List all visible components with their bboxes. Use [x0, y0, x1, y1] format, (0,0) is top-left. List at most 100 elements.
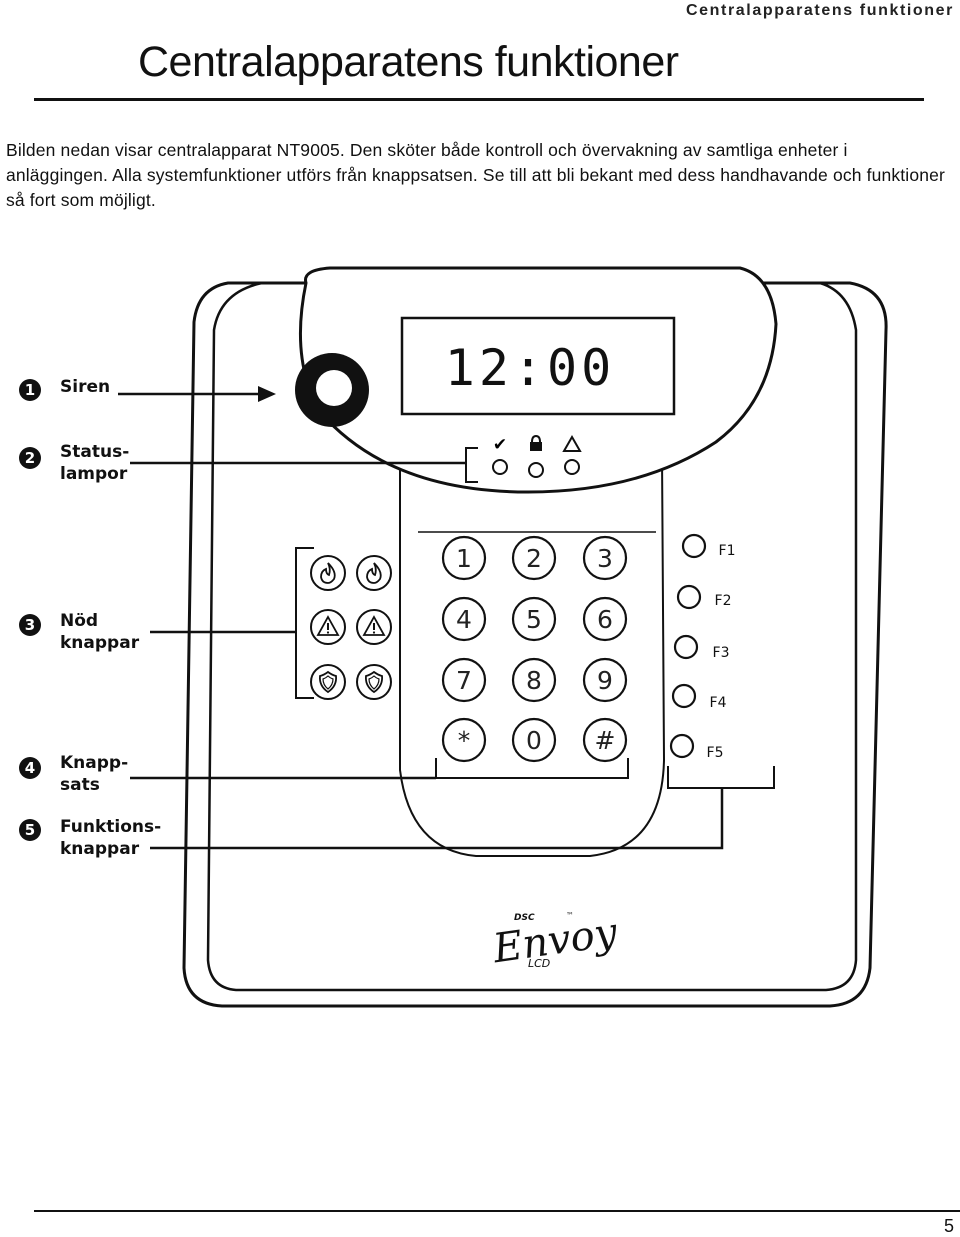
check-icon: ✔ — [493, 435, 507, 455]
function-key-label: F1 — [719, 543, 736, 559]
leader-function — [150, 788, 724, 850]
callout-number: 2 — [25, 449, 35, 467]
function-key-button — [671, 683, 697, 709]
warning-icon — [316, 615, 340, 636]
keypad-bracket — [435, 758, 629, 779]
footer-divider — [34, 1210, 960, 1212]
callout-label: Siren — [60, 377, 110, 397]
status-lamp — [528, 462, 544, 478]
keypad-key-outline — [441, 717, 487, 763]
keypad-key[interactable]: 3 — [582, 535, 628, 581]
keypad-key-outline — [511, 535, 557, 581]
keypad-key-label: 5 — [526, 605, 542, 634]
warning-icon — [362, 615, 386, 636]
keypad-key[interactable]: 8 — [511, 657, 557, 703]
police-shield-icon — [319, 670, 337, 694]
status-lamp — [564, 459, 580, 475]
police-shield-icon — [365, 670, 383, 694]
callout-number: 3 — [25, 616, 35, 634]
emergency-button[interactable] — [356, 664, 392, 700]
callout-number: 4 — [25, 759, 35, 777]
logo-maker: DSC — [514, 913, 535, 923]
keypad-key-label: 3 — [597, 544, 613, 573]
callout-number-badge — [19, 447, 41, 469]
keypad-key-label: 0 — [526, 726, 542, 755]
emergency-button-outline — [356, 664, 392, 700]
callout-label: Status- — [60, 442, 129, 462]
keypad-key-outline — [441, 657, 487, 703]
keypad-key[interactable]: 7 — [441, 657, 487, 703]
emergency-button[interactable] — [310, 609, 346, 645]
function-key-label: F2 — [715, 593, 732, 609]
keypad-key-outline — [511, 596, 557, 642]
keypad-key-outline — [511, 657, 557, 703]
emergency-button[interactable] — [310, 664, 346, 700]
housing-inner — [206, 281, 858, 992]
callout-number-badge — [19, 819, 41, 841]
callout-label: Funktions- — [60, 817, 161, 837]
keypad-key-label: 1 — [456, 544, 472, 573]
function-bracket — [667, 766, 775, 789]
callout-label: Knapp- — [60, 753, 128, 773]
keypad-key-label: 2 — [526, 544, 542, 573]
function-key[interactable]: F2 — [676, 584, 732, 610]
function-key[interactable]: F3 — [673, 634, 730, 661]
keypad-key-outline — [582, 535, 628, 581]
emergency-button[interactable] — [356, 555, 392, 591]
title-divider — [34, 98, 924, 101]
fire-icon — [366, 562, 382, 584]
function-key[interactable]: F5 — [669, 733, 723, 761]
page-title: Centralapparatens funktioner — [138, 38, 679, 86]
keypad-key[interactable]: * — [441, 717, 487, 763]
keypad-key-label: 6 — [597, 605, 613, 634]
keypad-key[interactable]: 1 — [441, 535, 487, 581]
keypad-key-label: 9 — [597, 666, 613, 695]
logo-tm: ™ — [566, 911, 574, 920]
function-key-button — [676, 584, 702, 610]
keypad-key[interactable]: 4 — [441, 596, 487, 642]
emergency-button-outline — [356, 555, 392, 591]
function-key-button — [669, 733, 695, 759]
callout-number-badge — [19, 614, 41, 636]
callout-number-badge — [19, 757, 41, 779]
lcd-screen — [400, 316, 676, 416]
keypad-key-label: # — [595, 726, 616, 755]
warning-icon — [562, 434, 582, 452]
emergency-button-outline — [310, 664, 346, 700]
keypad-key-outline — [441, 535, 487, 581]
status-lamps: ✔ — [492, 434, 582, 478]
callout-number: 1 — [25, 381, 35, 399]
envoy-logo: DSC Envoy LCD ™ — [489, 909, 621, 972]
logo-brand: Envoy — [489, 909, 621, 972]
keypad-key[interactable]: # — [582, 717, 628, 763]
leader-siren-arrow — [258, 386, 276, 402]
keypad-key-label: * — [458, 726, 471, 755]
callout-label: Nöd — [60, 611, 98, 631]
keypad-key-label: 7 — [456, 666, 472, 695]
running-header: Centralapparatens funktioner — [686, 2, 954, 19]
emergency-button[interactable] — [310, 555, 346, 591]
keypad-key[interactable]: 2 — [511, 535, 557, 581]
fire-icon — [320, 562, 336, 584]
function-key-label: F3 — [713, 645, 730, 661]
status-bracket — [465, 447, 478, 483]
keypad-key-label: 4 — [456, 605, 472, 634]
callout-label: knappar — [60, 839, 140, 859]
keypad-key[interactable]: 9 — [582, 657, 628, 703]
lcd-display-text: 12:00 — [445, 339, 616, 397]
keypad-key[interactable]: 6 — [582, 596, 628, 642]
keypad-key-outline — [582, 596, 628, 642]
keypad-key[interactable]: 0 — [511, 717, 557, 763]
keypad: 1 2 3 4 5 6 7 8 9 * 0 # — [441, 535, 628, 763]
emergency-button[interactable] — [356, 609, 392, 645]
emergency-button-outline — [310, 555, 346, 591]
function-key[interactable]: F4 — [671, 683, 727, 711]
emergency-buttons — [310, 555, 392, 700]
keypad-key[interactable]: 5 — [511, 596, 557, 642]
keypad-key-outline — [582, 657, 628, 703]
function-key[interactable]: F1 — [681, 533, 736, 559]
